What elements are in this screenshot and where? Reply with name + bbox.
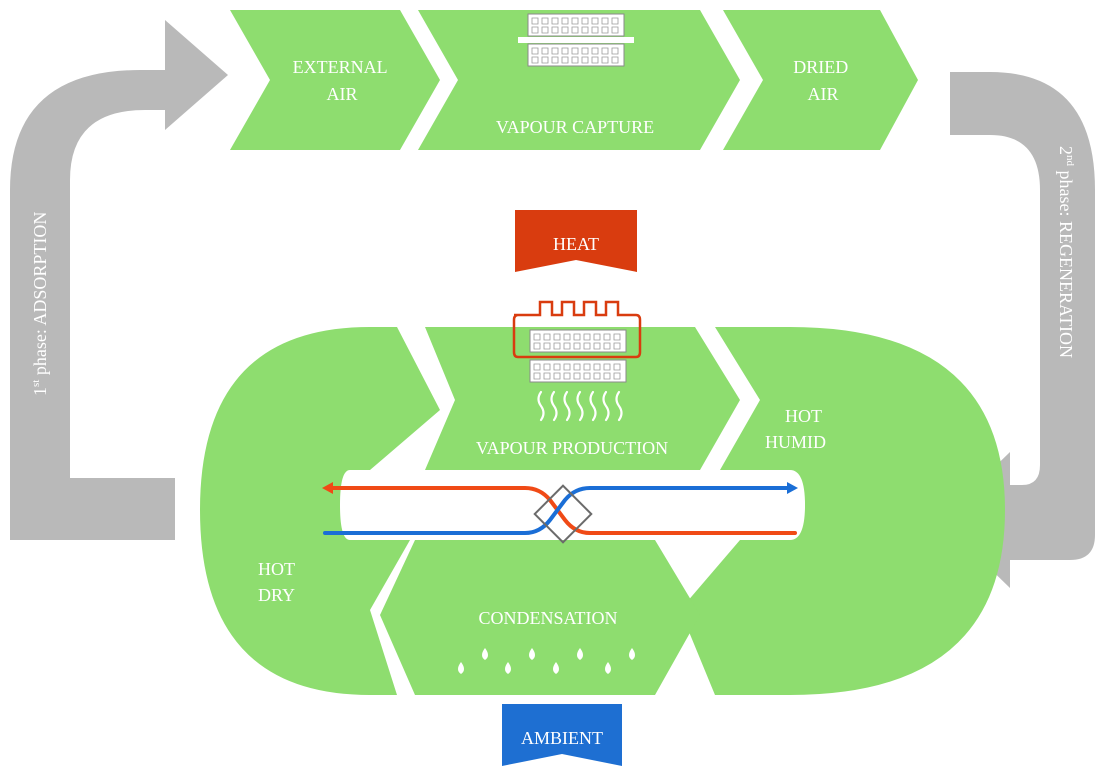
vapour-capture-chevron: VAPOUR CAPTURE	[418, 10, 740, 150]
heater-coil-icon	[512, 300, 642, 359]
phase-1-arrow	[10, 20, 228, 540]
hot-dry-label: HOT DRY	[258, 559, 299, 605]
ambient-arrow: AMBIENT	[502, 704, 622, 766]
condensation-segment	[380, 540, 700, 695]
phase-2-label: 2nd phase: REGENERATION	[1056, 146, 1076, 358]
hot-dry-segment	[200, 327, 440, 695]
cold-line-arrowhead	[787, 482, 798, 494]
steam-icon	[537, 390, 623, 422]
heat-exchanger-lines	[323, 486, 797, 535]
dried-air-chevron: DRIED AIR	[723, 10, 918, 150]
regeneration-loop	[200, 327, 1005, 695]
hot-line-arrowhead	[322, 482, 333, 494]
water-drops-icon	[458, 648, 635, 674]
external-air-label: EXTERNAL AIR	[293, 57, 392, 104]
sorbent-bed-bottom-icon	[529, 329, 627, 383]
vapour-production-segment	[425, 327, 740, 470]
heat-arrow: HEAT	[515, 210, 637, 272]
phase-2-arrow	[940, 72, 1095, 588]
condensation-label: CONDENSATION	[479, 608, 618, 628]
ambient-label: AMBIENT	[521, 728, 603, 748]
external-air-chevron: EXTERNAL AIR	[230, 10, 440, 150]
heat-exchanger-icon	[533, 484, 593, 544]
vapour-production-label: VAPOUR PRODUCTION	[476, 438, 668, 458]
vapour-capture-label: VAPOUR CAPTURE	[496, 117, 654, 137]
phase-1-label: 1st phase: ADSORPTION	[30, 212, 50, 396]
hot-humid-segment	[680, 327, 1005, 695]
sorbent-bed-top-icon	[518, 13, 634, 67]
hot-humid-label: HOT HUMID	[765, 406, 826, 452]
heat-label: HEAT	[553, 234, 599, 254]
dried-air-label: DRIED AIR	[793, 57, 853, 104]
